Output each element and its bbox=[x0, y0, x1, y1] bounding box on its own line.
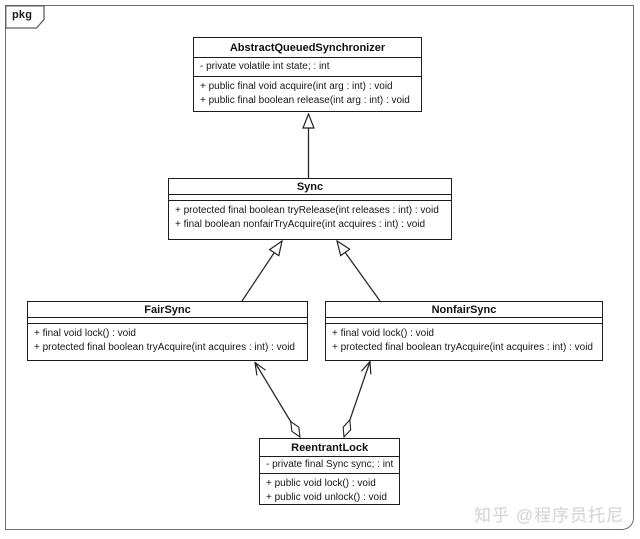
class-methods: + final void lock() : void + protected f… bbox=[28, 324, 307, 360]
pkg-tab-shape bbox=[5, 5, 45, 29]
method: + final void lock() : void bbox=[332, 328, 434, 339]
class-title: NonfairSync bbox=[326, 302, 602, 318]
class-title: Sync bbox=[169, 179, 451, 195]
attribute: - private final Sync sync; : int bbox=[266, 459, 394, 470]
class-title: FairSync bbox=[28, 302, 307, 318]
class-sync: Sync + protected final boolean tryReleas… bbox=[168, 178, 452, 240]
method: + public void unlock() : void bbox=[266, 492, 387, 503]
pkg-tab-label: pkg bbox=[12, 9, 33, 21]
class-attributes: - private volatile int state; : int bbox=[194, 58, 421, 77]
method: + public final boolean release(int arg :… bbox=[200, 95, 410, 106]
generalization-nonfairsync-to-sync bbox=[337, 241, 381, 302]
method: + protected final boolean tryRelease(int… bbox=[175, 205, 439, 216]
class-title: ReentrantLock bbox=[260, 439, 400, 457]
class-methods: + public void lock() : void + public voi… bbox=[260, 474, 399, 505]
class-methods: + protected final boolean tryRelease(int… bbox=[169, 201, 451, 239]
class-reentrantlock: ReentrantLock - private final Sync sync;… bbox=[259, 438, 400, 505]
method: + public final void acquire(int arg : in… bbox=[200, 81, 393, 92]
class-nonfairsync: NonfairSync + final void lock() : void +… bbox=[325, 301, 603, 361]
method: + public void lock() : void bbox=[266, 478, 376, 489]
class-methods: + final void lock() : void + protected f… bbox=[326, 324, 602, 360]
class-methods: + public final void acquire(int arg : in… bbox=[194, 77, 421, 111]
aggregation-reentrantlock-to-nonfairsync bbox=[344, 362, 370, 438]
class-attributes: - private final Sync sync; : int bbox=[260, 457, 400, 474]
class-title: AbstractQueuedSynchronizer bbox=[194, 38, 421, 58]
class-attributes-empty bbox=[326, 318, 602, 324]
attribute: - private volatile int state; : int bbox=[200, 61, 330, 72]
class-fairsync: FairSync + final void lock() : void + pr… bbox=[27, 301, 308, 361]
aggregation-reentrantlock-to-fairsync bbox=[255, 363, 300, 438]
method: + protected final boolean tryAcquire(int… bbox=[34, 342, 295, 353]
method: + final void lock() : void bbox=[34, 328, 136, 339]
method: + final boolean nonfairTryAcquire(int ac… bbox=[175, 219, 426, 230]
class-abstractqueuedsynchronizer: AbstractQueuedSynchronizer - private vol… bbox=[193, 37, 422, 112]
generalization-fairsync-to-sync bbox=[241, 241, 282, 302]
class-attributes-empty bbox=[169, 195, 451, 201]
class-attributes-empty bbox=[28, 318, 307, 324]
method: + protected final boolean tryAcquire(int… bbox=[332, 342, 593, 353]
watermark: 知乎 @程序员托尼 bbox=[474, 506, 624, 525]
